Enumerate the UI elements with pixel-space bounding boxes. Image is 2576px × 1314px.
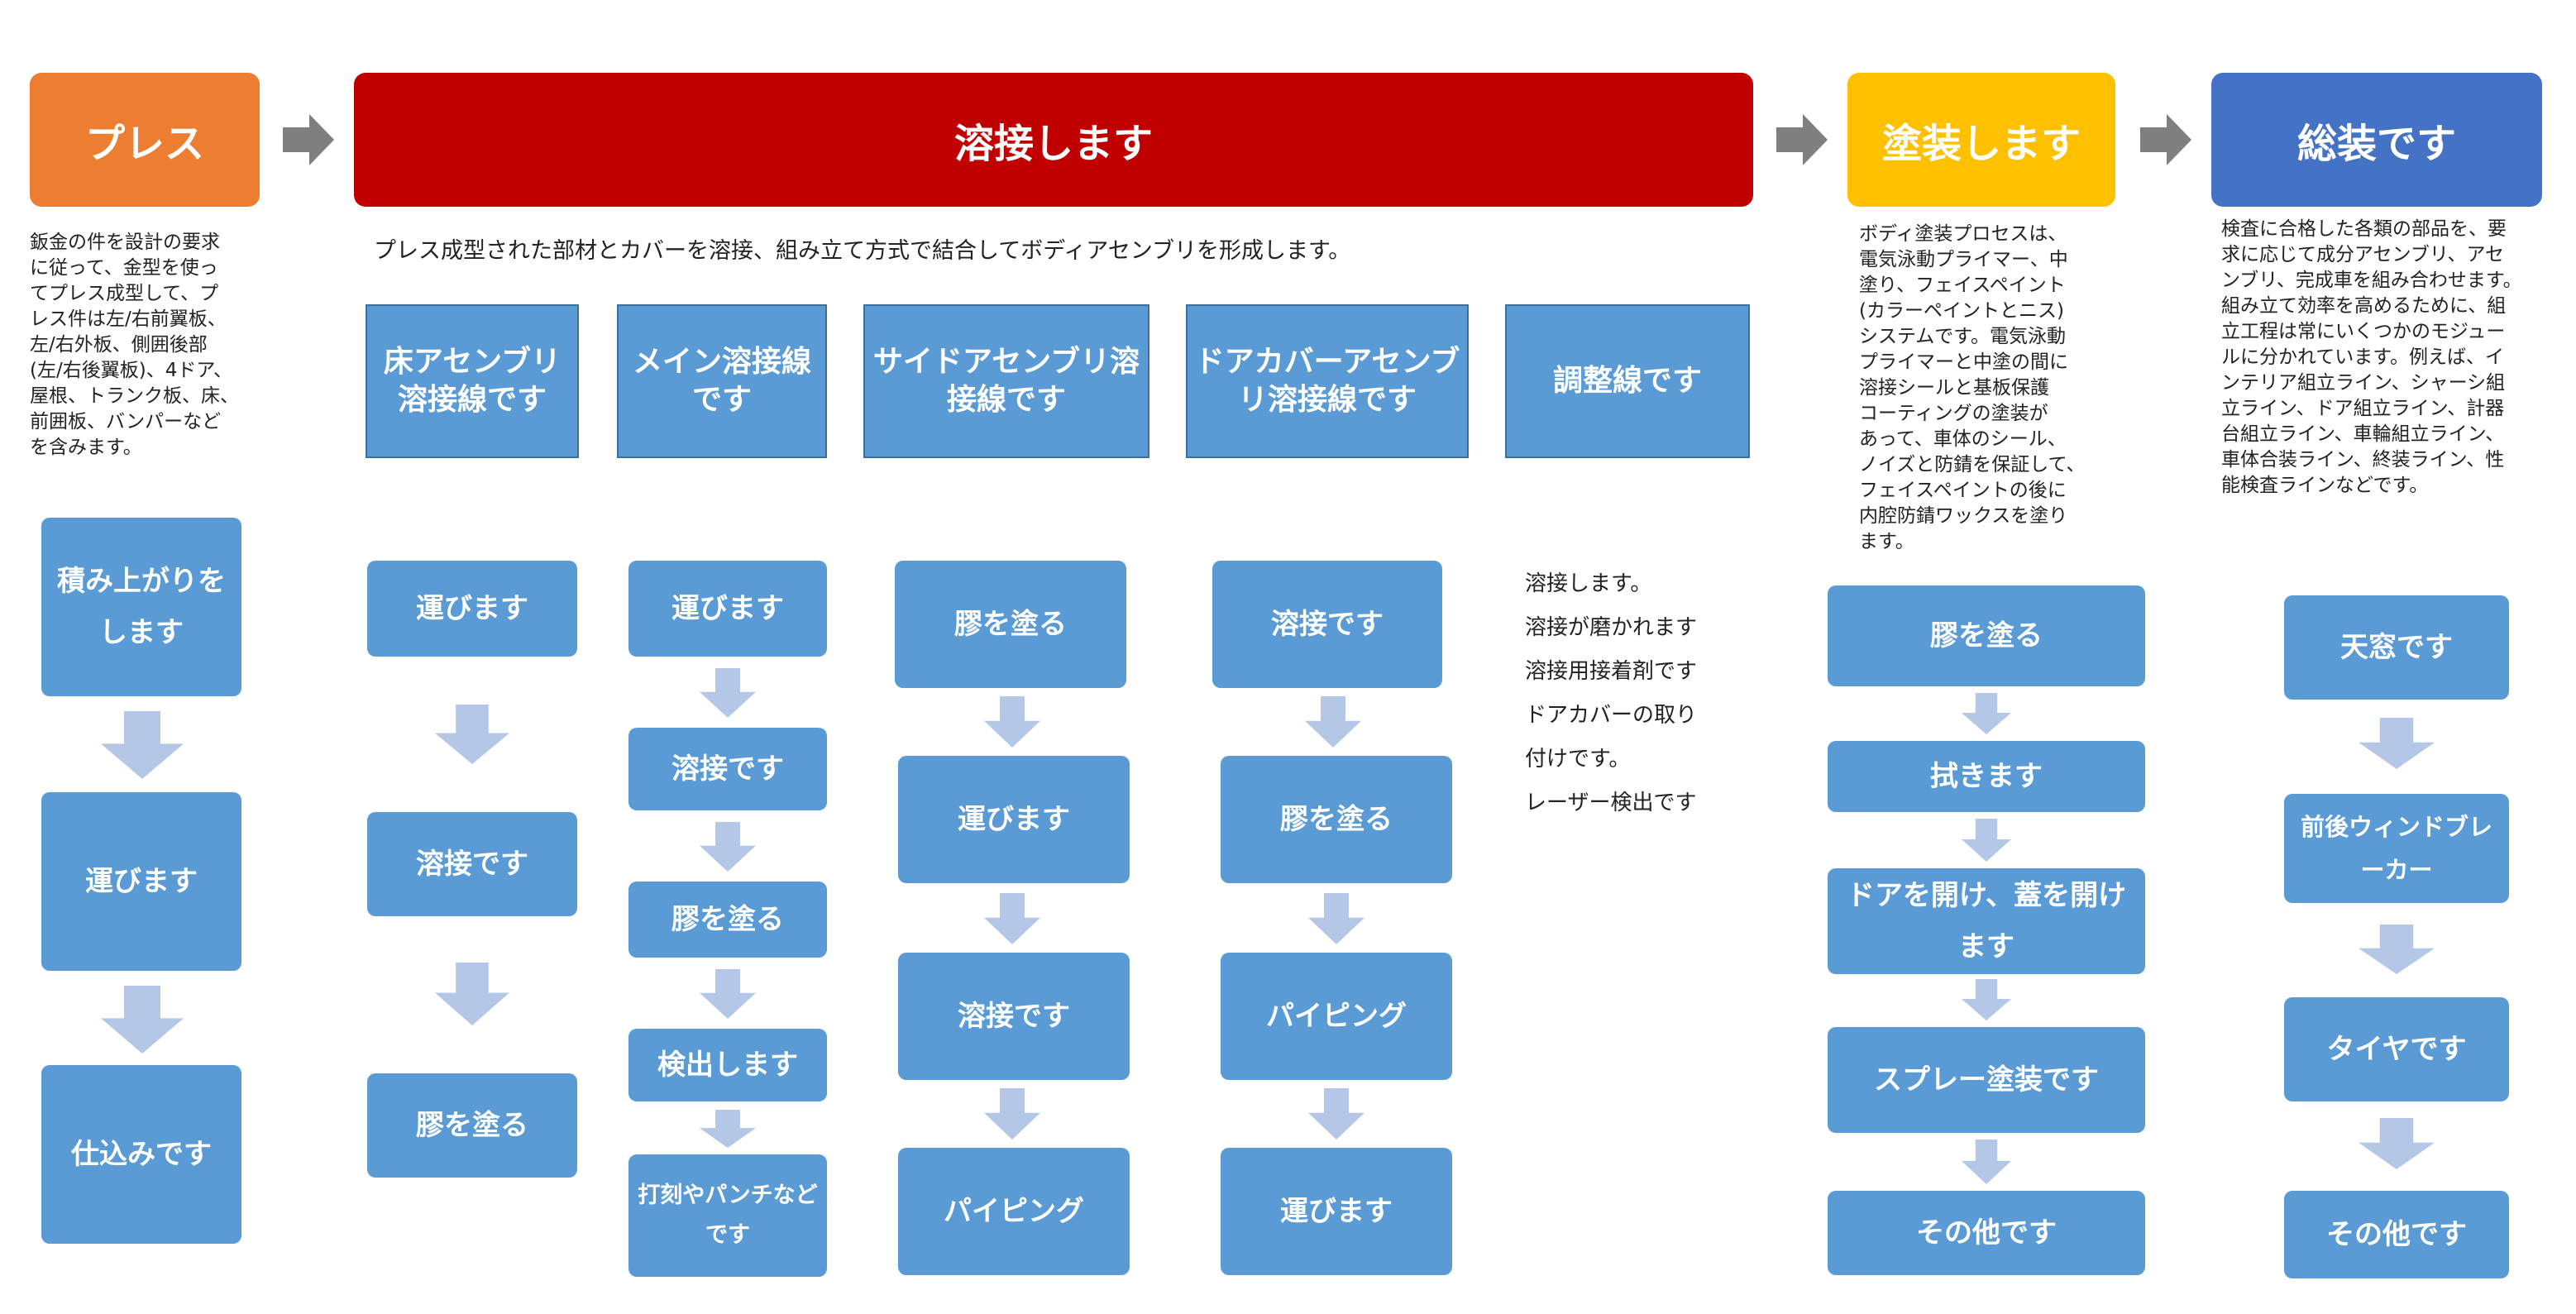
down-arrow-icon xyxy=(984,1088,1040,1140)
stage-header-press: プレス xyxy=(30,73,260,207)
stage-header-paint: 塗装します xyxy=(1847,73,2115,207)
door-step-piping: パイピング xyxy=(1221,953,1452,1080)
down-arrow-icon xyxy=(700,1110,756,1148)
right-arrow-icon xyxy=(2140,114,2191,165)
paint-step-wipe: 拭きます xyxy=(1828,741,2145,812)
press-step-setup: 仕込みです xyxy=(41,1065,241,1244)
adjust-note: 溶接します。 xyxy=(1525,571,1652,596)
press-step-stacking: 積み上がりをします xyxy=(41,518,241,696)
side-step-weld: 溶接です xyxy=(898,953,1130,1080)
assembly-step-tire: タイヤです xyxy=(2284,997,2509,1101)
adjust-note: ドアカバーの取り xyxy=(1525,703,1698,728)
down-arrow-icon xyxy=(2359,1118,2435,1169)
down-arrow-icon xyxy=(1308,893,1364,944)
down-arrow-icon xyxy=(1962,819,2011,862)
main-step-glue: 膠を塗る xyxy=(628,882,827,958)
floor-step-glue: 膠を塗る xyxy=(367,1073,577,1178)
down-arrow-icon xyxy=(2359,925,2435,974)
press-step-carry: 運びます xyxy=(41,792,241,971)
down-arrow-icon xyxy=(700,969,756,1019)
main-step-weld: 溶接です xyxy=(628,728,827,810)
paint-step-spray: スプレー塗装です xyxy=(1828,1027,2145,1133)
assembly-description: 検査に合格した各類の部品を、要求に応じて成分アセンブリ、アセンブリ、完成車を組み… xyxy=(2221,218,2522,496)
down-arrow-icon xyxy=(435,705,509,764)
right-arrow-icon xyxy=(1776,114,1828,165)
door-step-carry: 運びます xyxy=(1221,1148,1452,1275)
down-arrow-icon xyxy=(1962,1140,2011,1184)
adjust-note: 溶接が磨かれます xyxy=(1525,615,1698,640)
assembly-step-other: その他です xyxy=(2284,1191,2509,1278)
main-step-inspect: 検出します xyxy=(628,1029,827,1101)
down-arrow-icon xyxy=(1962,979,2011,1020)
door-step-weld: 溶接です xyxy=(1212,561,1442,688)
floor-step-weld: 溶接です xyxy=(367,812,577,916)
side-step-carry: 運びます xyxy=(898,756,1130,883)
main-step-carry: 運びます xyxy=(628,561,827,657)
paint-step-glue: 膠を塗る xyxy=(1828,585,2145,686)
adjust-note: 付けです。 xyxy=(1525,747,1631,772)
weld-description: プレス成型された部材とカバーを溶接、組み立て方式で結合してボディアセンブリを形成… xyxy=(374,238,1351,264)
down-arrow-icon xyxy=(700,822,756,872)
down-arrow-icon xyxy=(1962,693,2011,734)
down-arrow-icon xyxy=(700,668,756,718)
assembly-step-sunroof: 天窓です xyxy=(2284,595,2509,700)
press-description: 鈑金の件を設計の要求に従って、金型を使ってプレス成型して、プ レス件は左/右前翼… xyxy=(30,232,239,458)
stage-header-weld: 溶接します xyxy=(354,73,1753,207)
weld-line-main: メイン溶接線です xyxy=(617,304,827,458)
paint-step-open: ドアを開け、蓋を開けます xyxy=(1828,868,2145,974)
down-arrow-icon xyxy=(984,696,1040,748)
down-arrow-icon xyxy=(101,711,184,779)
down-arrow-icon xyxy=(1305,696,1361,748)
paint-description: ボディ塗装プロセスは、電気泳動プライマー、中塗り、フェイスペイント (カラーペイ… xyxy=(1859,223,2086,552)
adjust-note: レーザー検出です xyxy=(1525,791,1697,815)
paint-step-other: その他です xyxy=(1828,1191,2145,1275)
right-arrow-icon xyxy=(283,114,334,165)
weld-line-door: ドアカバーアセンブリ溶接線です xyxy=(1186,304,1469,458)
floor-step-carry: 運びます xyxy=(367,561,577,657)
side-step-glue: 膠を塗る xyxy=(895,561,1126,688)
assembly-step-windbreaker: 前後ウィンドブレーカー xyxy=(2284,794,2509,903)
weld-line-side: サイドアセンブリ溶接線です xyxy=(863,304,1149,458)
side-step-piping: パイピング xyxy=(898,1148,1130,1275)
down-arrow-icon xyxy=(1308,1088,1364,1140)
down-arrow-icon xyxy=(2359,718,2435,769)
down-arrow-icon xyxy=(435,963,509,1025)
weld-line-adjust: 調整線です xyxy=(1505,304,1750,458)
adjust-line-notes: 溶接します。 溶接が磨かれます 溶接用接着剤です ドアカバーの取り 付けです。 … xyxy=(1525,562,1697,825)
down-arrow-icon xyxy=(101,986,184,1054)
adjust-note: 溶接用接着剤です xyxy=(1525,659,1698,684)
door-step-glue: 膠を塗る xyxy=(1221,756,1452,883)
down-arrow-icon xyxy=(984,893,1040,944)
stage-header-assembly: 総装です xyxy=(2211,73,2542,207)
main-step-stamp: 打刻やパンチなどです xyxy=(628,1154,827,1277)
weld-line-floor: 床アセンブリ溶接線です xyxy=(366,304,579,458)
